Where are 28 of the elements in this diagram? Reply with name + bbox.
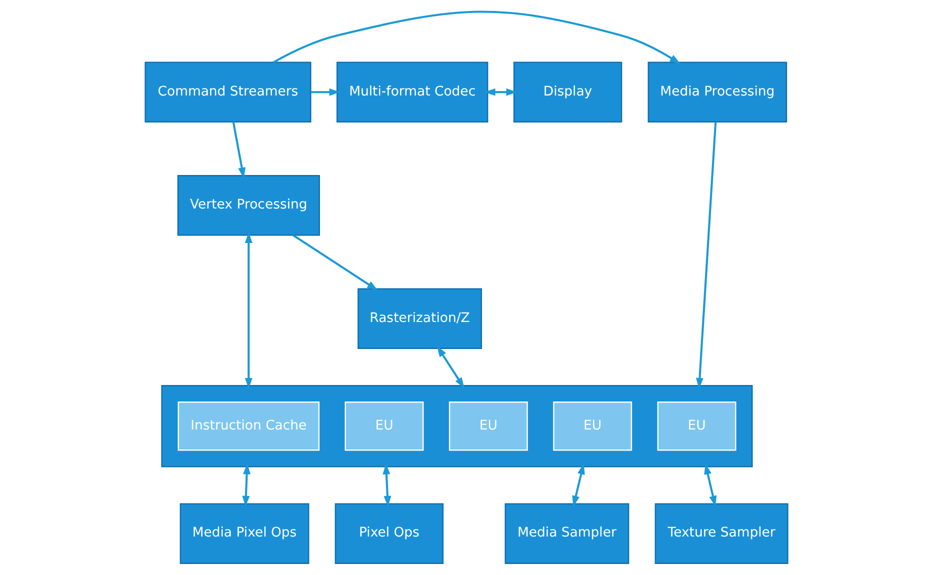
- node-box: Media Sampler: [504, 503, 630, 564]
- arrow: [232, 122, 246, 178]
- node-box: Multi-format Codec: [336, 62, 488, 122]
- arrow: [273, 10, 680, 64]
- node-box: Media Pixel Ops: [180, 503, 310, 564]
- node-box: Rasterization/Z: [358, 288, 482, 350]
- arrow: [572, 464, 585, 507]
- arrow: [292, 234, 378, 290]
- node-box: EU: [448, 402, 528, 451]
- cluster: [161, 384, 753, 468]
- arrow: [310, 88, 340, 96]
- node-box: Display: [513, 62, 622, 122]
- arrow: [704, 464, 717, 507]
- node-box: EU: [553, 402, 632, 451]
- arrow: [696, 122, 717, 389]
- node-box: Media Processing: [648, 62, 788, 122]
- node-box: EU: [657, 402, 736, 451]
- arrow: [382, 464, 392, 507]
- node-box: Texture Sampler: [654, 503, 788, 564]
- node-box: Instruction Cache: [178, 402, 320, 451]
- arrow: [242, 464, 251, 507]
- node-box: Command Streamers: [144, 62, 312, 122]
- arrow: [244, 232, 252, 389]
- arrow: [437, 346, 464, 388]
- node-box: Pixel Ops: [334, 503, 444, 564]
- node-box: Vertex Processing: [177, 175, 320, 236]
- node-box: EU: [344, 402, 424, 451]
- arrow: [484, 88, 518, 96]
